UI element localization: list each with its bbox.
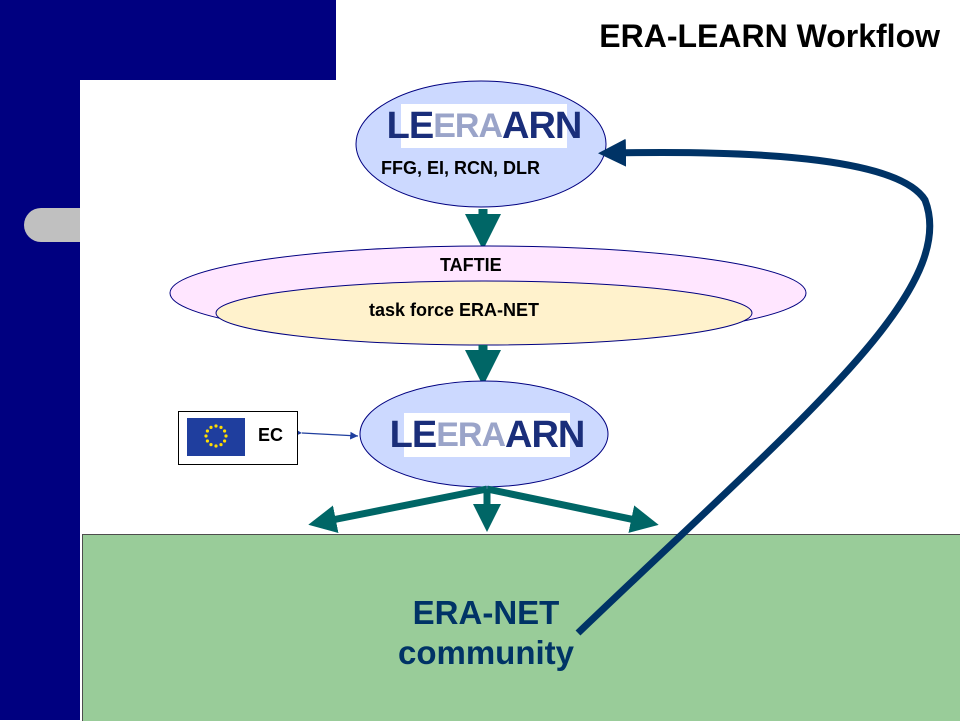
logo-left-text: LE [386, 105, 435, 147]
community-area [82, 534, 960, 721]
task-force-label: task force ERA-NET [369, 300, 540, 320]
top-members-label: FFG, EI, RCN, DLR [381, 158, 540, 178]
bottom-learn-logo: LE ERA ARN [390, 413, 585, 457]
page-title: ERA-LEARN Workflow [599, 18, 940, 54]
logo-mid-text: ERA [436, 416, 506, 454]
ec-link-arrow [294, 428, 359, 440]
taftie-label: TAFTIE [440, 255, 502, 275]
top-navy-block [80, 0, 336, 80]
arrow-down-right [486, 485, 659, 533]
logo-mid-text: ERA [433, 107, 503, 145]
logo-right-text: ARN [505, 414, 585, 456]
logo-right-text: ARN [502, 105, 582, 147]
feedback-arrow [575, 138, 934, 636]
ec-label: EC [258, 425, 284, 445]
community-label: ERA-NET community [386, 593, 586, 673]
top-learn-logo: LE ERA ARN [387, 104, 582, 148]
logo-left-text: LE [389, 414, 438, 456]
left-navy-bar [0, 0, 80, 720]
eu-flag-icon [187, 418, 245, 456]
side-tab [24, 208, 80, 242]
community-line-1: ERA-NET [412, 594, 560, 631]
community-line-2: community [397, 634, 575, 671]
ec-node: EC [178, 411, 298, 465]
arrow-down-left [308, 485, 488, 533]
